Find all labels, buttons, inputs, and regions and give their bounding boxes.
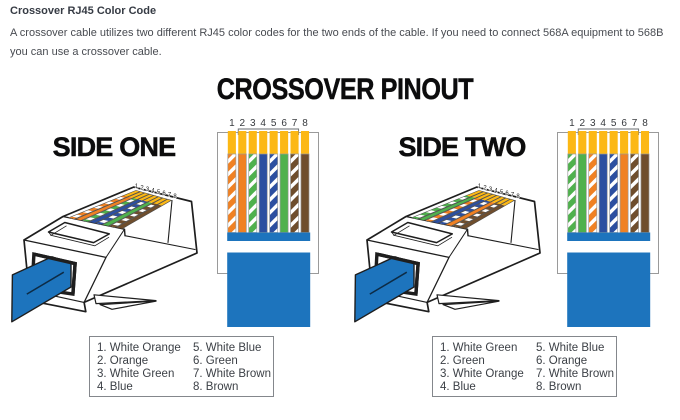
legend-item: 7. White Brown	[193, 368, 271, 380]
svg-text:3: 3	[590, 118, 596, 129]
legend-item: 6. Green	[193, 355, 238, 367]
legend-item: 7. White Brown	[536, 368, 614, 380]
legend-item: 2. Orange	[97, 355, 149, 367]
svg-text:3: 3	[489, 187, 493, 193]
legend-item: 1. White Green	[440, 342, 518, 354]
legend-item: 8. Brown	[193, 381, 239, 393]
svg-text:4: 4	[600, 118, 606, 129]
svg-text:6: 6	[162, 191, 166, 197]
svg-text:2: 2	[140, 186, 144, 192]
svg-text:4: 4	[151, 188, 155, 194]
svg-text:6: 6	[621, 118, 627, 129]
svg-text:7: 7	[511, 193, 515, 199]
side-two-label: SIDE TWO	[398, 132, 526, 163]
legend-item: 5. White Blue	[536, 342, 605, 354]
svg-text:4: 4	[260, 118, 266, 129]
legend-item: 8. Brown	[536, 381, 582, 393]
svg-text:1: 1	[229, 118, 235, 129]
side-one-label: SIDE ONE	[52, 132, 176, 163]
legend-item: 5. White Blue	[193, 342, 262, 354]
svg-text:1: 1	[478, 184, 482, 190]
svg-text:8: 8	[173, 194, 177, 200]
legend-item: 3. White Green	[97, 368, 175, 380]
svg-text:8: 8	[516, 194, 520, 200]
svg-text:6: 6	[281, 118, 287, 129]
svg-text:5: 5	[500, 190, 504, 196]
article-heading: Crossover RJ45 Color Code	[10, 5, 157, 17]
legend-item: 3. White Orange	[440, 368, 524, 380]
legend-item: 4. Blue	[97, 381, 133, 393]
svg-text:5: 5	[271, 118, 277, 129]
figure-title: CROSSOVER PINOUT	[216, 73, 474, 107]
legend-item: 2. Green	[440, 355, 485, 367]
legend-item: 6. Orange	[536, 355, 588, 367]
svg-text:6: 6	[505, 191, 509, 197]
svg-text:2: 2	[580, 118, 586, 129]
svg-text:4: 4	[494, 188, 498, 194]
svg-text:1: 1	[569, 118, 575, 129]
svg-text:7: 7	[292, 118, 298, 129]
svg-text:2: 2	[240, 118, 246, 129]
svg-text:7: 7	[168, 193, 172, 199]
svg-text:2: 2	[483, 186, 487, 192]
svg-text:5: 5	[157, 190, 161, 196]
svg-text:8: 8	[642, 118, 648, 129]
svg-text:8: 8	[302, 118, 308, 129]
article-paragraph: A crossover cable utilizes two different…	[10, 26, 664, 58]
svg-text:7: 7	[632, 118, 638, 129]
legend-item: 4. Blue	[440, 381, 476, 393]
svg-text:3: 3	[250, 118, 256, 129]
svg-text:3: 3	[146, 187, 150, 193]
legend-item: 1. White Orange	[97, 342, 181, 354]
svg-text:5: 5	[611, 118, 617, 129]
svg-text:1: 1	[135, 184, 139, 190]
